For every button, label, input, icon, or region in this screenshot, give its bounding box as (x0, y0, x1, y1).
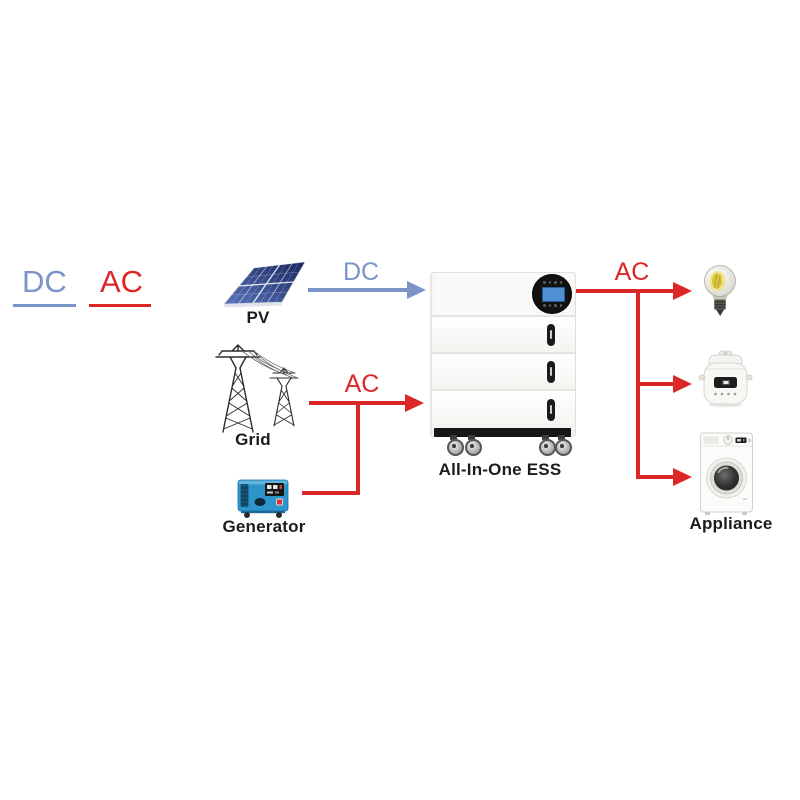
ess-display-screen (532, 274, 572, 314)
light-bulb-icon (704, 265, 736, 316)
generator-label: Generator (222, 517, 306, 536)
ess-battery-module (432, 352, 575, 391)
ess-caster-wheel (555, 439, 572, 456)
ess-battery-module (432, 315, 575, 354)
ess-caster-wheel (447, 439, 464, 456)
ac-arrowhead-bulb-icon (673, 282, 692, 300)
appliance-label: Appliance (689, 514, 773, 533)
legend-ac-line (89, 304, 151, 307)
rice-cooker-icon (698, 350, 753, 408)
pv-label: PV (246, 308, 270, 327)
legend-dc-line (13, 304, 76, 307)
transmission-tower-icon (215, 344, 299, 433)
ac-arrowhead-washer-icon (673, 468, 692, 486)
ess-caster-wheel (465, 439, 482, 456)
ac-edge-label-output: AC (614, 258, 650, 286)
ess-module-handle (547, 324, 555, 346)
ess-unit-icon (430, 272, 576, 456)
ac-branch-generator-line (302, 405, 360, 495)
legend-ac-label: AC (100, 264, 144, 299)
legend-dc-label: DC (22, 264, 67, 299)
power-wires (241, 350, 299, 379)
ess-base (434, 428, 571, 437)
ess-cabinet (430, 272, 576, 437)
washing-machine-icon (700, 432, 753, 515)
solar-panel-icon (223, 261, 306, 308)
dc-edge-label: DC (342, 258, 380, 286)
ac-arrowhead-cooker-icon (673, 375, 692, 393)
ess-module-handle (547, 399, 555, 421)
grid-label: Grid (235, 430, 271, 449)
ess-module-handle (547, 361, 555, 383)
ess-caster-wheel (539, 439, 556, 456)
dc-arrowhead-icon (407, 281, 426, 299)
generator-control-panel (265, 483, 284, 496)
generator-icon (237, 479, 289, 518)
ess-label: All-In-One ESS (438, 460, 562, 479)
ess-battery-module (432, 389, 575, 430)
ac-edge-label-grid: AC (344, 370, 380, 398)
ac-arrowhead-grid-icon (405, 394, 424, 412)
